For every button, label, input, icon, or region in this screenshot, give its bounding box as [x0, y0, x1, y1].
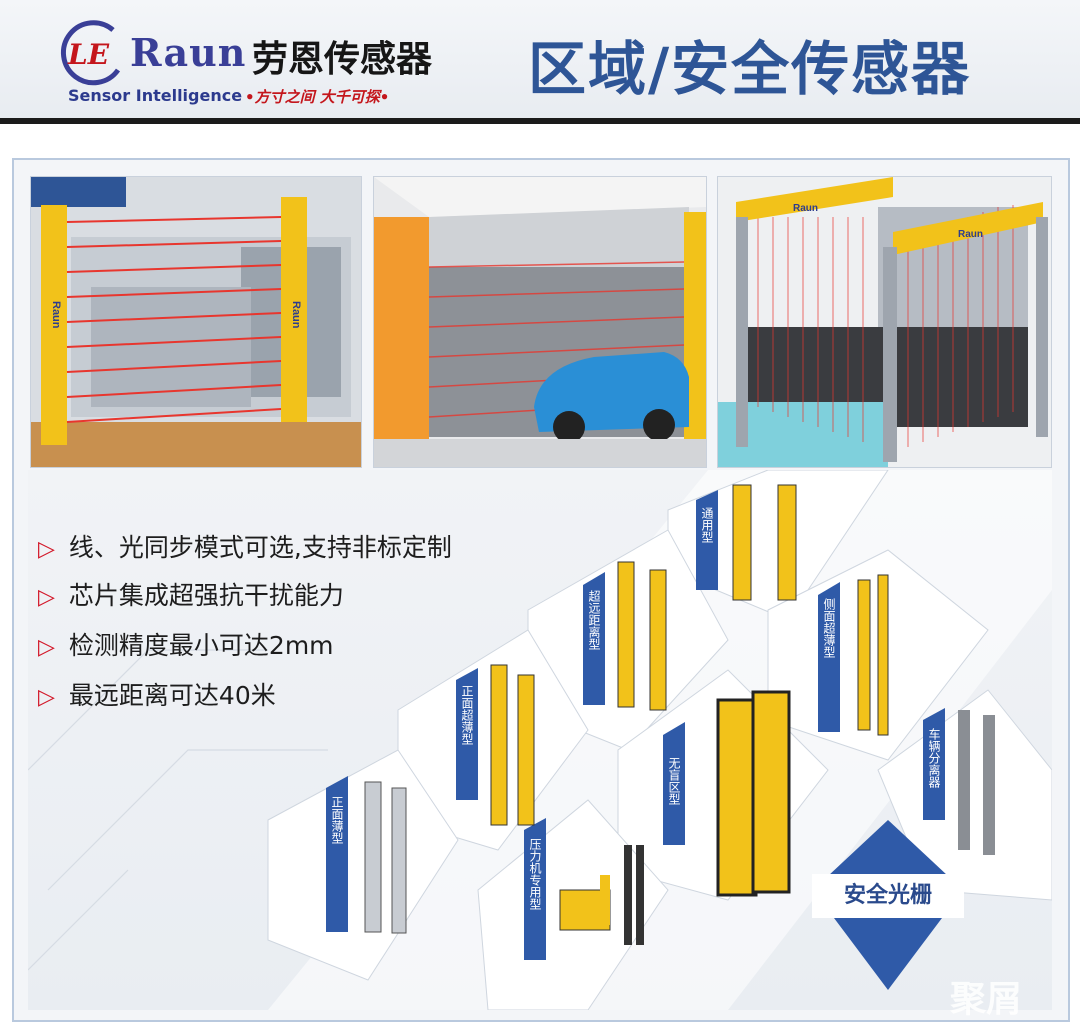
product-label-long-range: 超远距离型	[587, 590, 601, 650]
safety-light-curtain-badge: 安全光栅	[812, 874, 964, 918]
photo-car-wash-light-curtain	[373, 176, 707, 468]
product-label-front-thin: 正面薄型	[330, 796, 344, 844]
product-panel	[27, 469, 1053, 1011]
page-title: 区域/安全传感器	[528, 35, 972, 103]
svg-text:Raun: Raun	[793, 203, 818, 214]
product-label-general: 通用型	[700, 507, 714, 543]
feature-item-1: ▷线、光同步模式可选,支持非标定制	[38, 533, 452, 562]
product-label-side-ultra-thin: 侧面超薄型	[822, 598, 836, 658]
header-banner: LE Raun 劳恩传感器 Sensor Intelligence •方寸之间 …	[0, 0, 1080, 118]
brand-slogan: •方寸之间 大千可探•	[245, 88, 390, 106]
brand-name: Raun	[130, 30, 247, 75]
feature-item-2: ▷芯片集成超强抗干扰能力	[38, 581, 344, 610]
svg-text:Raun: Raun	[50, 301, 62, 329]
brand-name-cn: 劳恩传感器	[252, 38, 433, 80]
product-label-press-dedicated: 压力机专用型	[528, 838, 542, 910]
feature-item-4: ▷最远距离可达40米	[38, 681, 276, 710]
triangle-bullet-icon: ▷	[38, 537, 55, 562]
triangle-bullet-icon: ▷	[38, 635, 55, 660]
brand-logo-icon: LE	[60, 20, 121, 86]
watermark: 聚屑	[950, 979, 1023, 1020]
svg-text:Raun: Raun	[958, 229, 983, 240]
brand-tagline: Sensor Intelligence	[68, 86, 243, 105]
product-tiles-background	[27, 469, 1053, 1011]
product-label-no-blind-zone: 无盲区型	[667, 757, 681, 805]
svg-text:LE: LE	[67, 38, 110, 71]
photo-machine-light-curtain: Raun Raun	[30, 176, 362, 468]
photo-enclosure-light-curtain: Raun Raun	[717, 176, 1052, 468]
feature-item-3: ▷检测精度最小可达2mm	[38, 631, 334, 660]
product-label-vehicle-separator: 车辆分离器	[927, 728, 941, 788]
product-label-front-ultra-thin: 正面超薄型	[460, 685, 474, 745]
svg-text:Raun: Raun	[290, 301, 302, 329]
triangle-bullet-icon: ▷	[38, 585, 55, 610]
header-divider	[0, 118, 1080, 124]
triangle-bullet-icon: ▷	[38, 685, 55, 710]
